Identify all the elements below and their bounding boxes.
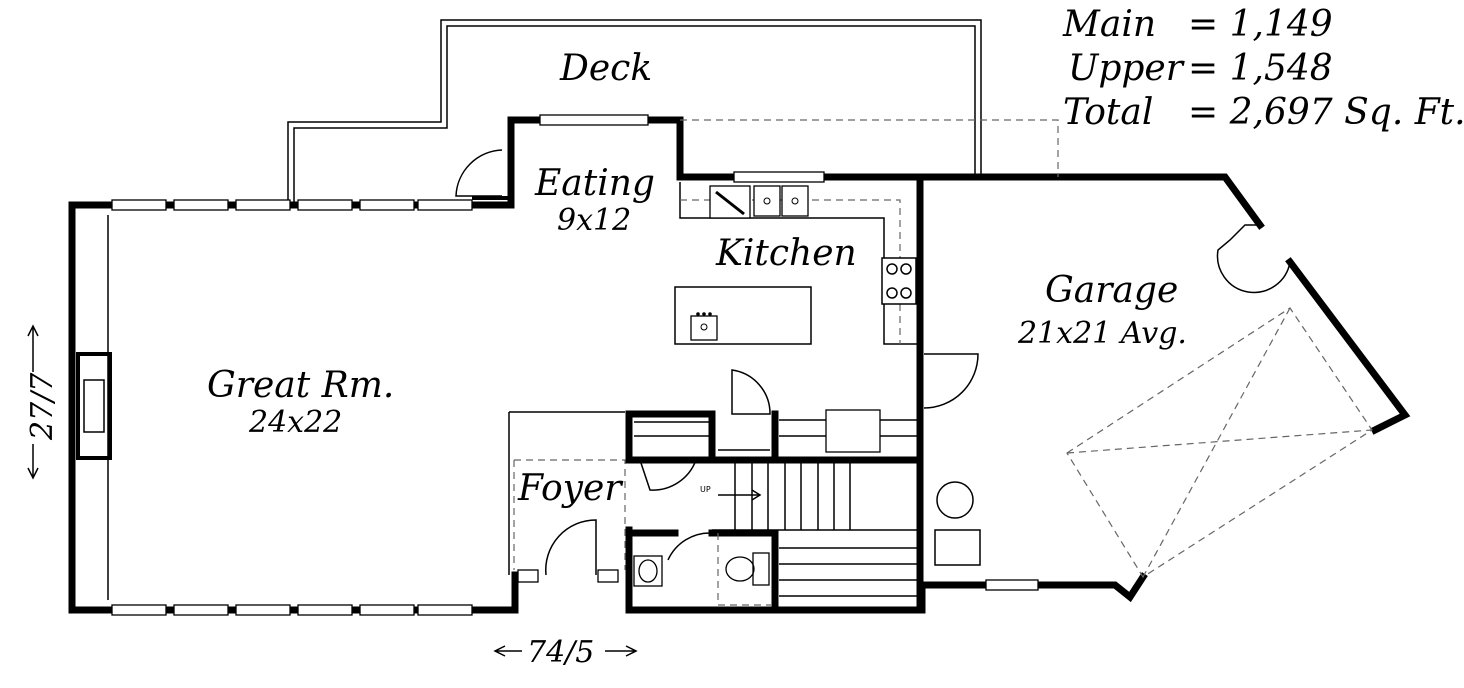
- garage-fixtures: [680, 119, 1373, 578]
- upper-area-value: = 1,548: [1188, 48, 1333, 89]
- fireplace: [76, 215, 112, 600]
- stairs: [712, 460, 918, 597]
- bath-fixtures: [633, 552, 770, 587]
- upper-area-label: Upper: [1068, 48, 1185, 89]
- great-room-label: Great Rm.: [207, 365, 394, 406]
- garage-entry-door: [923, 353, 979, 409]
- deck-outline: [287, 19, 982, 205]
- kitchen-cabinets: [674, 182, 918, 345]
- total-area-value: = 2,697 Sq. Ft.: [1188, 92, 1464, 133]
- stairs-up-label: UP: [700, 485, 711, 494]
- dimension-arrows: [27, 324, 638, 657]
- kitchen-label: Kitchen: [715, 233, 857, 274]
- eating-door: [455, 149, 511, 200]
- windows: [111, 114, 1039, 616]
- main-area-value: = 1,149: [1188, 4, 1333, 45]
- garage-label: Garage: [1045, 270, 1178, 311]
- width-dimension: 74/5: [527, 635, 594, 670]
- garage-size: 21x21 Avg.: [1017, 316, 1187, 351]
- depth-dimension: 27/7: [25, 372, 60, 441]
- foyer-label: Foyer: [517, 468, 623, 509]
- eating-label: Eating: [534, 163, 655, 204]
- deck-label: Deck: [559, 48, 652, 89]
- total-area-label: Total: [1063, 92, 1153, 133]
- great-room-size: 24x22: [248, 405, 342, 440]
- main-area-label: Main: [1062, 4, 1156, 45]
- interior-walls: [508, 369, 922, 614]
- eating-size: 9x12: [557, 203, 631, 238]
